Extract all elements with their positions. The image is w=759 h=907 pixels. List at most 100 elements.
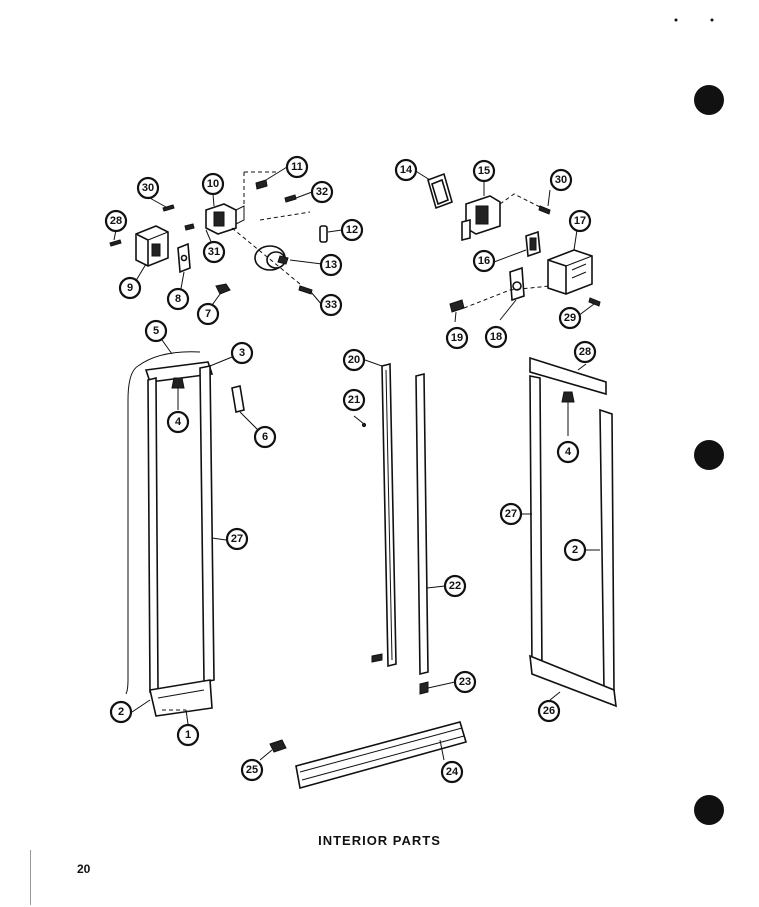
part-14-light-lens	[427, 172, 453, 210]
part-9-housing	[135, 225, 169, 267]
part-25-fastener	[269, 739, 287, 753]
callout-2: 2	[109, 700, 133, 724]
left-door-frame	[125, 351, 215, 717]
svg-text:28: 28	[110, 215, 122, 227]
part-17-cover	[547, 249, 593, 295]
leader-lines-upper-right	[413, 169, 595, 323]
svg-text:29: 29	[564, 312, 576, 324]
scan-dot	[710, 18, 714, 22]
callout-21: 21	[342, 388, 366, 412]
svg-text:13: 13	[325, 259, 337, 271]
svg-text:5: 5	[153, 325, 159, 337]
callout-19: 19	[445, 326, 469, 350]
callout-30-right: 30	[549, 168, 573, 192]
leader-lines-upper-left	[113, 166, 343, 309]
callout-17: 17	[568, 209, 592, 233]
svg-text:17: 17	[574, 215, 586, 227]
callout-28-right: 28	[573, 340, 597, 364]
leader-lines-right-frame	[522, 363, 600, 701]
part-18-plate	[509, 266, 525, 302]
svg-text:4: 4	[175, 416, 182, 428]
callout-3: 3	[230, 341, 254, 365]
callout-12: 12	[340, 218, 364, 242]
callout-20: 20	[342, 348, 366, 372]
callout-1: 1	[176, 723, 200, 747]
callout-13: 13	[319, 253, 343, 277]
callout-6: 6	[253, 425, 277, 449]
svg-text:3: 3	[239, 347, 245, 359]
callout-28: 28	[104, 209, 128, 233]
callout-11: 11	[285, 155, 309, 179]
svg-text:28: 28	[579, 346, 591, 358]
svg-text:32: 32	[316, 186, 328, 198]
callout-24: 24	[440, 760, 464, 784]
leader-lines-left-frame	[131, 339, 259, 725]
svg-text:8: 8	[175, 293, 181, 305]
leader-lines-center	[353, 359, 456, 689]
screws-upper-right	[538, 205, 601, 307]
svg-text:11: 11	[291, 161, 303, 173]
svg-text:1: 1	[185, 729, 191, 741]
svg-text:9: 9	[127, 282, 133, 294]
callout-25: 25	[240, 758, 264, 782]
svg-text:31: 31	[208, 246, 220, 258]
binder-hole-middle	[694, 440, 724, 470]
svg-text:23: 23	[459, 676, 471, 688]
svg-text:19: 19	[451, 332, 463, 344]
callout-10: 10	[201, 172, 225, 196]
svg-text:30: 30	[142, 182, 154, 194]
callout-5: 5	[144, 319, 168, 343]
callout-2-right: 2	[563, 538, 587, 562]
page-number: 20	[77, 862, 91, 876]
leader-lines-bottom	[259, 739, 445, 761]
part-22-door-strip	[415, 372, 429, 676]
svg-text:10: 10	[207, 178, 219, 190]
svg-text:27: 27	[505, 508, 517, 520]
callout-27: 27	[225, 527, 249, 551]
svg-text:18: 18	[490, 331, 502, 343]
part-7-clip	[215, 283, 231, 295]
callout-9: 9	[118, 276, 142, 300]
callout-4-right: 4	[556, 440, 580, 464]
svg-text:12: 12	[346, 224, 358, 236]
binder-hole-top	[694, 85, 724, 115]
binder-hole-bottom	[694, 795, 724, 825]
callout-7: 7	[196, 302, 220, 326]
callout-27-right: 27	[499, 502, 523, 526]
part-6-bracket	[231, 385, 245, 413]
right-door-frame	[529, 356, 617, 708]
callout-22: 22	[443, 574, 467, 598]
svg-text:15: 15	[478, 165, 490, 177]
part-16-switch	[525, 230, 541, 258]
callout-18: 18	[484, 325, 508, 349]
margin-line	[30, 850, 31, 905]
callout-23: 23	[453, 670, 477, 694]
svg-text:30: 30	[555, 174, 567, 186]
screws-upper-left	[109, 179, 313, 295]
part-8-plate	[177, 242, 191, 274]
part-20-door-strip	[371, 362, 397, 668]
callout-14: 14	[394, 158, 418, 182]
callout-4: 4	[166, 410, 190, 434]
part-12-spring	[319, 225, 328, 243]
callout-8: 8	[166, 287, 190, 311]
figure-caption: INTERIOR PARTS	[318, 833, 441, 848]
svg-text:33: 33	[325, 299, 337, 311]
svg-text:22: 22	[449, 580, 461, 592]
svg-text:2: 2	[118, 706, 124, 718]
callout-26: 26	[537, 699, 561, 723]
callout-32: 32	[310, 180, 334, 204]
scan-dot	[674, 18, 678, 22]
part-23-clip	[419, 681, 429, 695]
part-10-thermostat	[205, 203, 245, 235]
part-24-kick-plate	[295, 721, 468, 790]
callout-30: 30	[136, 176, 160, 200]
part-13-control-knob	[254, 245, 289, 271]
part-15-switch-assembly	[461, 195, 501, 242]
svg-text:7: 7	[205, 308, 211, 320]
part-19-bulb-holder	[449, 299, 465, 313]
svg-text:2: 2	[572, 544, 578, 556]
svg-text:4: 4	[565, 446, 572, 458]
svg-text:14: 14	[400, 164, 413, 176]
